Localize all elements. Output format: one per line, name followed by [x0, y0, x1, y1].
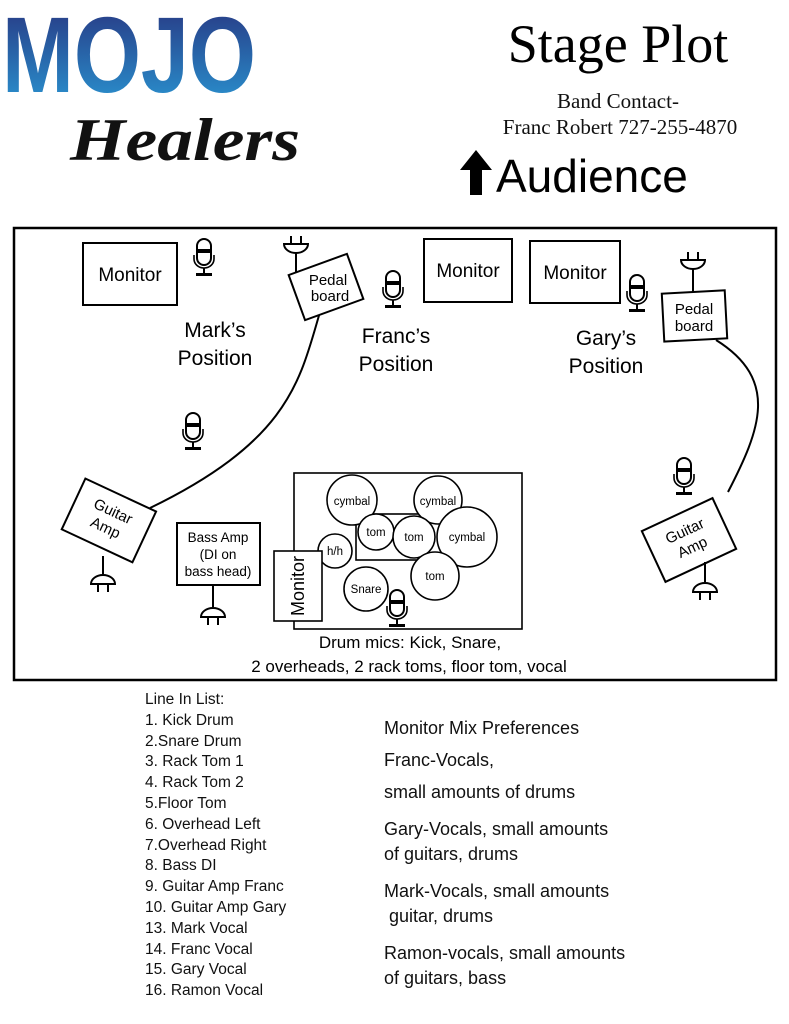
monitor-gary: Monitor [529, 240, 621, 304]
list-item: 9. Guitar Amp Franc [145, 878, 284, 896]
tom-label: tom [425, 571, 444, 583]
page-title: Stage Plot [508, 14, 729, 74]
stage-outline [12, 226, 778, 682]
power-plug-icon [680, 251, 706, 270]
monitor-franc: Monitor [423, 238, 513, 303]
line-in-list-title: Line In List: [145, 691, 225, 708]
svg-text:Monitor: Monitor [543, 263, 607, 284]
cymbal-label: cymbal [420, 496, 456, 508]
hihat-label: h/h [327, 546, 343, 558]
guitar-amp-left: Guitar Amp [60, 477, 158, 564]
microphone-icon [626, 274, 648, 313]
power-plug-icon [283, 235, 309, 254]
mark-position-label: Position [178, 347, 253, 370]
svg-text:Monitor: Monitor [288, 556, 308, 616]
list-item: 4. Rack Tom 2 [145, 774, 244, 792]
microphone-icon [673, 457, 695, 496]
line-in-list: Line In List: 1. Kick Drum 2.Snare Drum … [145, 690, 286, 1002]
list-item: 15. Gary Vocal [145, 961, 247, 979]
list-item: 8. Bass DI [145, 857, 217, 875]
monitor-mark: Monitor [82, 242, 178, 306]
logo-healers: Healers [69, 107, 300, 173]
svg-text:board: board [675, 318, 713, 335]
audience-arrow-icon [460, 150, 492, 195]
list-item: 14. Franc Vocal [145, 940, 253, 958]
list-item: 1. Kick Drum [145, 711, 234, 729]
band-logo: MOJO Healers [2, 0, 300, 173]
svg-text:bass head): bass head) [185, 564, 252, 579]
contact-label: Band Contact- [557, 89, 679, 113]
drum-mics-note: Drum mics: Kick, Snare, [319, 633, 501, 652]
power-plug-icon [692, 562, 718, 601]
tom-label: tom [404, 532, 423, 544]
mix-entry-line: guitar, drums [384, 906, 494, 926]
bass-amp: Bass Amp (DI on bass head) [176, 522, 261, 586]
cymbal-label: cymbal [449, 532, 485, 544]
guitar-cable-left [149, 311, 321, 509]
list-item: 13. Mark Vocal [145, 919, 248, 937]
power-plug-icon [90, 556, 116, 593]
contact-info: Franc Robert 727-255-4870 [503, 115, 737, 139]
list-item: 3. Rack Tom 1 [145, 753, 244, 771]
monitor-drums: Monitor [273, 550, 323, 622]
drum-mics-note: 2 overheads, 2 rack toms, floor tom, voc… [251, 657, 567, 676]
list-item: 6. Overhead Left [145, 815, 261, 833]
franc-position-label: Position [359, 353, 434, 376]
microphone-icon [182, 412, 204, 451]
mix-entry-line: Ramon-vocals, small amounts [384, 943, 626, 963]
svg-text:(DI on: (DI on [200, 547, 237, 562]
list-item: 5.Floor Tom [145, 794, 227, 812]
pedal-board-left-label: Pedal [309, 272, 347, 289]
list-item: 2.Snare Drum [145, 732, 242, 750]
pedal-board-left-label: board [311, 288, 349, 305]
cymbal-label: cymbal [334, 496, 370, 508]
mix-entry-line: of guitars, drums [384, 844, 519, 864]
list-item: 16. Ramon Vocal [145, 982, 264, 1000]
list-item: 7.Overhead Right [145, 836, 267, 854]
mix-entry-line: small amounts of drums [384, 782, 576, 802]
guitar-cable-right [715, 339, 760, 493]
gary-position-label: Position [569, 355, 644, 378]
mix-entry-line: Mark-Vocals, small amounts [384, 881, 610, 901]
drum-kit: cymbal cymbal cymbal tom tom tom h/h Sna… [293, 472, 523, 630]
microphone-icon [193, 238, 215, 277]
svg-text:Monitor: Monitor [436, 261, 500, 282]
mix-entry-line: of guitars, bass [384, 968, 507, 988]
mark-position-label: Mark’s [184, 319, 245, 342]
snare-label: Snare [351, 584, 382, 596]
mix-entry-line: Gary-Vocals, small amounts [384, 819, 609, 839]
power-plug-icon [200, 585, 226, 626]
monitor-mix-preferences: Monitor Mix Preferences Franc-Vocals, sm… [384, 716, 625, 991]
svg-text:Pedal: Pedal [675, 301, 713, 318]
guitar-amp-right: Guitar Amp [640, 496, 738, 584]
pedal-board-left [287, 252, 365, 322]
svg-text:Bass Amp: Bass Amp [188, 530, 249, 545]
gary-position-label: Gary’s [576, 327, 636, 350]
audience-label: Audience [496, 150, 688, 202]
svg-text:Monitor: Monitor [98, 265, 162, 286]
monitor-mix-title: Monitor Mix Preferences [384, 718, 580, 738]
tom-label: tom [366, 527, 385, 539]
list-item: 10. Guitar Amp Gary [145, 898, 287, 916]
microphone-icon [382, 270, 404, 309]
mix-entry-line: Franc-Vocals, [384, 750, 495, 770]
pedal-board-right: Pedal board [660, 289, 729, 343]
franc-position-label: Franc’s [362, 325, 430, 348]
logo-mojo: MOJO [2, 0, 256, 115]
